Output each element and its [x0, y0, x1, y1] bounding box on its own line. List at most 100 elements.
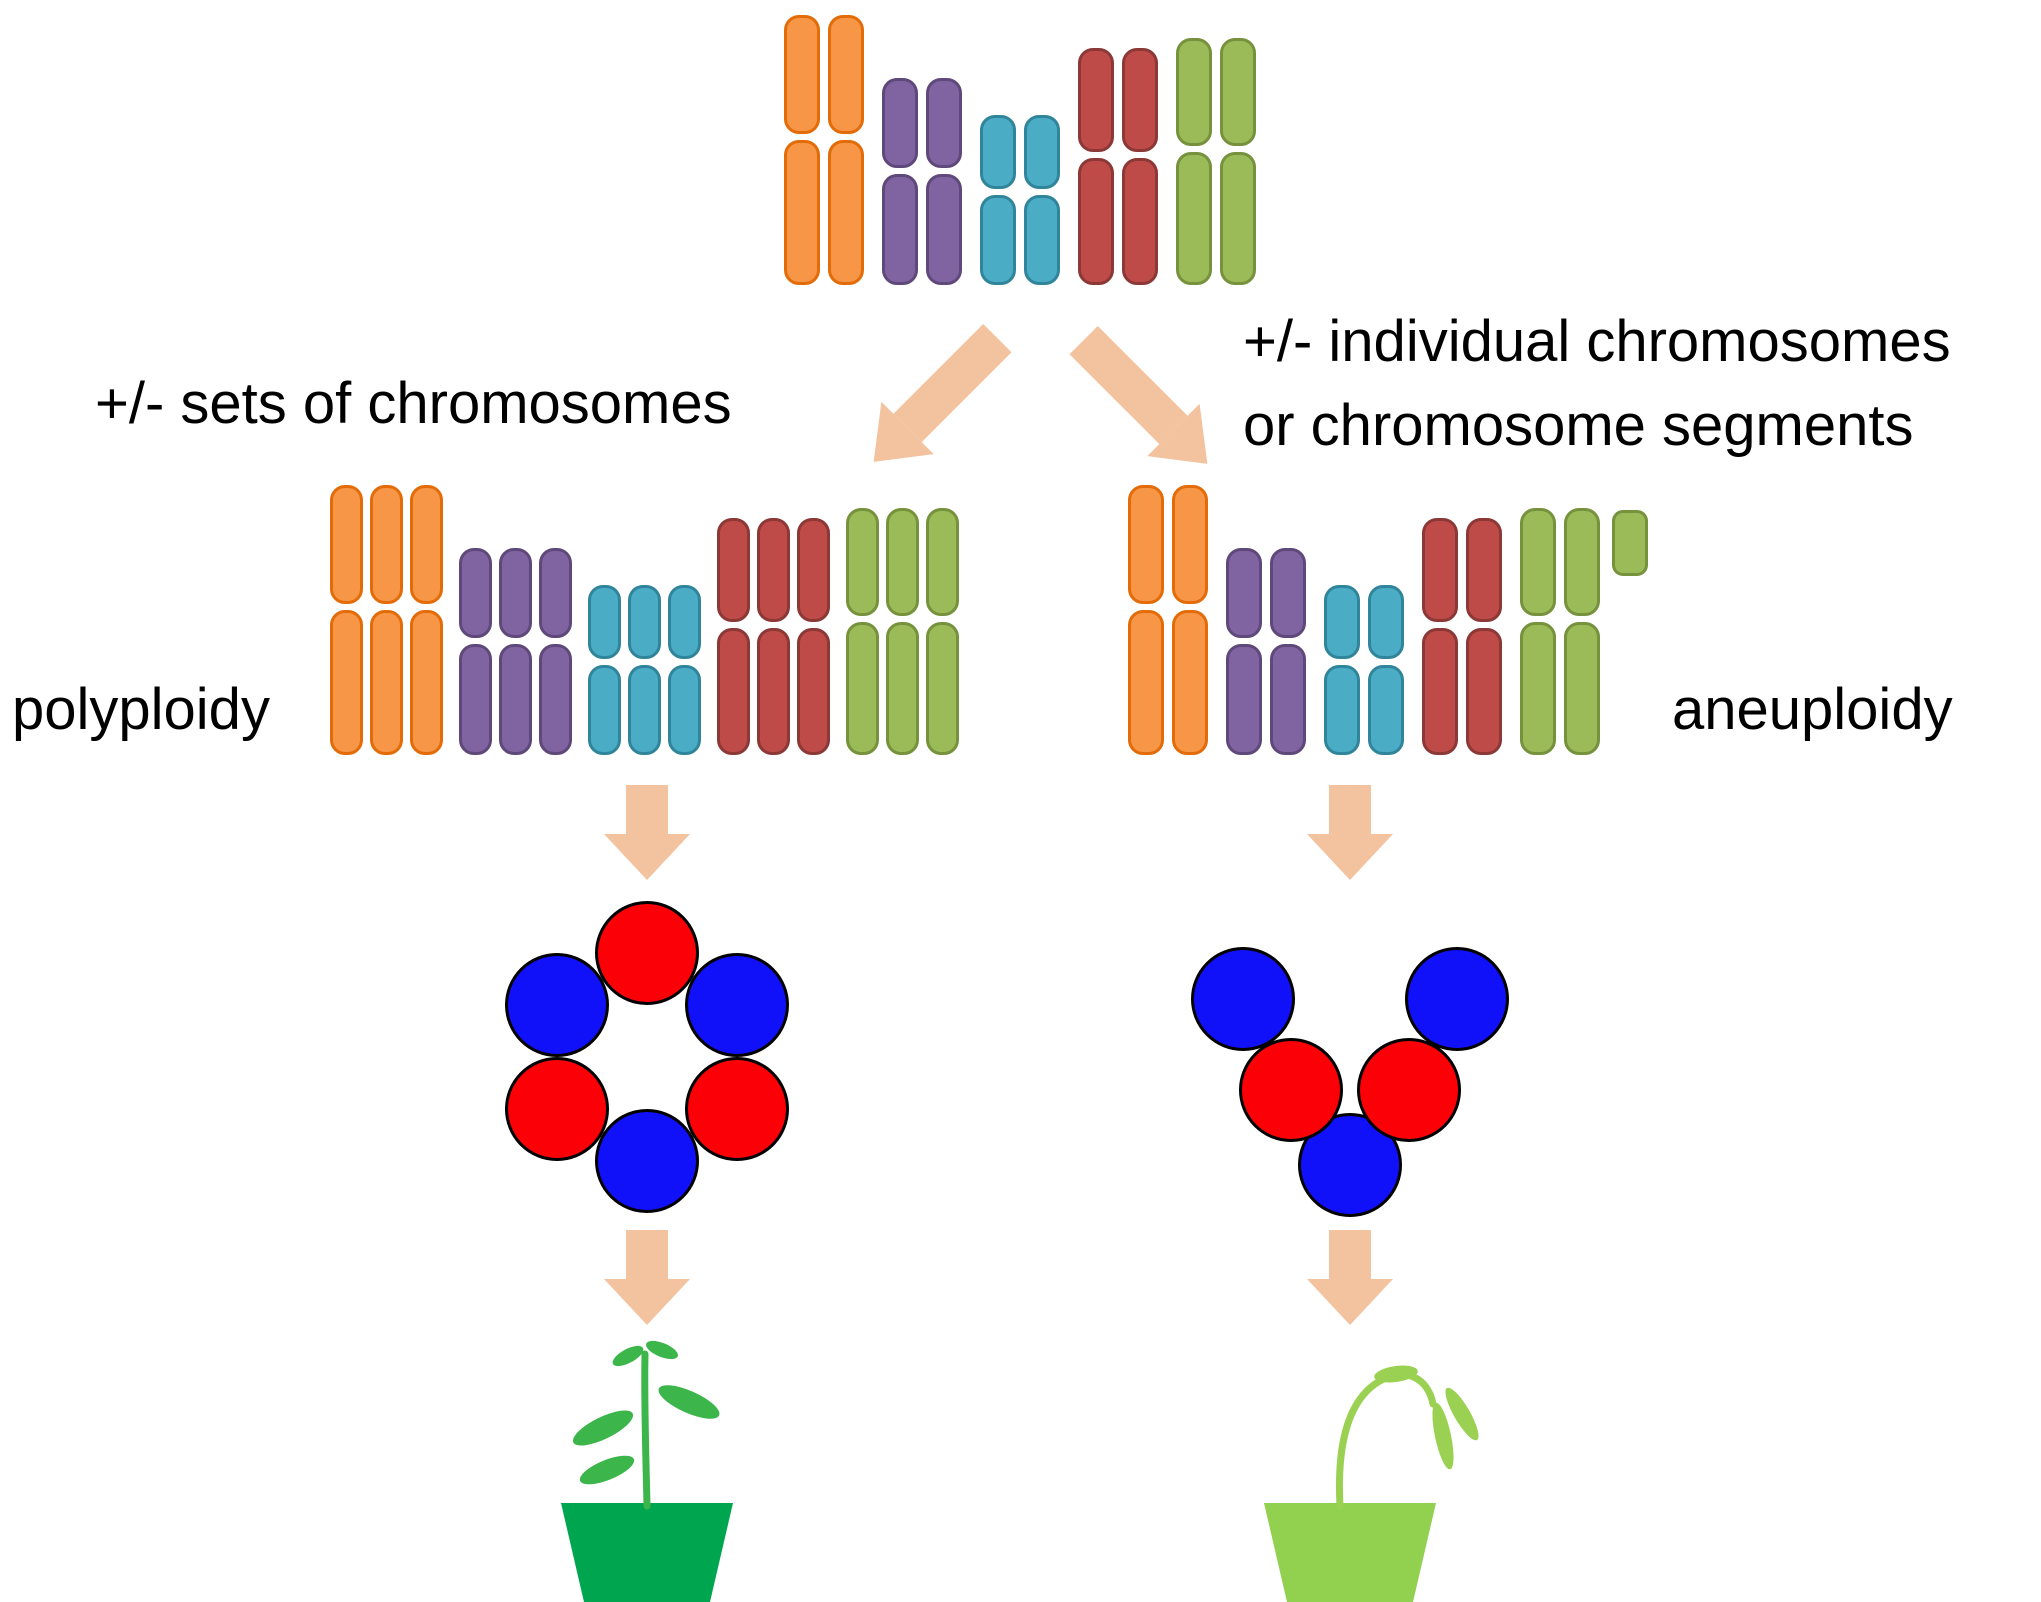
green-chromosome — [926, 508, 959, 755]
arrow-shaft — [1069, 325, 1188, 445]
chromosome-arm — [1226, 548, 1262, 638]
purple-chromosome — [1226, 548, 1262, 755]
chromosome-arm — [980, 115, 1016, 189]
red-chromosome — [1122, 48, 1158, 285]
chromosome-arm — [784, 140, 820, 285]
orange-chromosome — [370, 485, 403, 755]
down-arrow-polyploid-icon — [604, 785, 690, 880]
chromosome-arm — [1176, 38, 1212, 146]
red-cell-circle — [1239, 1038, 1343, 1142]
chromosome-arm — [797, 518, 830, 622]
chromosome-arm — [330, 485, 363, 604]
orange-chromosome — [330, 485, 363, 755]
chromosome-arm — [539, 644, 572, 755]
label-polyploidy: polyploidy — [12, 677, 270, 742]
purple-chromosome — [882, 78, 918, 285]
label-individual-chromosomes: +/- individual chromosomes or chromosome… — [1243, 300, 1951, 468]
red-cell-circle — [685, 1057, 789, 1161]
blue-cell-circle — [685, 953, 789, 1057]
red-cell-circle — [505, 1057, 609, 1161]
chromosome-arm — [784, 15, 820, 134]
chromosome-arm — [668, 665, 701, 755]
orange-chromosome — [1128, 485, 1164, 755]
aneuploid-karyotype — [1128, 485, 1648, 755]
branch-arrow-left-icon — [847, 312, 1023, 489]
chromosome-arm — [1520, 622, 1556, 755]
chromosome-arm — [668, 585, 701, 659]
label-sets-of-chromosomes: +/- sets of chromosomes — [95, 371, 732, 436]
arrow-head — [1307, 834, 1393, 880]
chromosome-arm — [628, 585, 661, 659]
green-chromosome — [886, 508, 919, 755]
chromosome-arm — [886, 508, 919, 616]
chromosome-arm — [828, 15, 864, 134]
chromosome-arm — [1078, 158, 1114, 285]
chromosome-arm — [1128, 485, 1164, 604]
chromosome-arm — [926, 78, 962, 168]
chromosome-arm — [499, 548, 532, 638]
red-chromosome — [757, 518, 790, 755]
teal-chromosome — [1024, 115, 1060, 285]
chromosome-arm — [330, 610, 363, 755]
arrow-shaft — [1329, 1230, 1371, 1279]
chromosome-arm — [1422, 628, 1458, 755]
purple-chromosome — [539, 548, 572, 755]
teal-chromosome — [1324, 585, 1360, 755]
chromosome-arm — [410, 610, 443, 755]
chromosome-arm — [1220, 152, 1256, 285]
chromosome-arm — [1122, 48, 1158, 152]
green-chromosome — [846, 508, 879, 755]
chromosome-arm — [1128, 610, 1164, 755]
arrow-shaft — [626, 1230, 668, 1279]
chromosome-arm — [1122, 158, 1158, 285]
chromosome-arm — [846, 508, 879, 616]
red-cell-circle — [1357, 1038, 1461, 1142]
chromosome-arm — [1220, 38, 1256, 146]
chromosome-arm — [757, 628, 790, 755]
chromosome-arm — [588, 585, 621, 659]
blue-cell-circle — [595, 1109, 699, 1213]
chromosome-arm — [1422, 518, 1458, 622]
arrow-shaft — [1329, 785, 1371, 834]
chromosome-arm — [846, 622, 879, 755]
chromosome-arm — [926, 622, 959, 755]
chromosome-arm — [1078, 48, 1114, 152]
chromosome-arm — [1466, 628, 1502, 755]
chromosome-arm — [797, 628, 830, 755]
orange-chromosome — [828, 15, 864, 285]
wilted-plant-icon — [1264, 1365, 1479, 1602]
chromosome-arm — [1368, 665, 1404, 755]
chromosome-arm — [588, 665, 621, 755]
green-chromosome — [1176, 38, 1212, 285]
chromosome-arm — [539, 548, 572, 638]
chromosome-arm — [370, 610, 403, 755]
blue-cell-circle — [1405, 947, 1509, 1051]
chromosome-arm — [1172, 485, 1208, 604]
green-chromosome — [1520, 508, 1556, 755]
green-chromosome — [1220, 38, 1256, 285]
healthy-plant — [497, 1330, 797, 1602]
chromosome-arm — [1520, 508, 1556, 616]
chromosome-arm — [1564, 622, 1600, 755]
chromosome-arm — [1270, 548, 1306, 638]
chromosome-arm — [1176, 152, 1212, 285]
red-chromosome — [797, 518, 830, 755]
red-chromosome — [1422, 518, 1458, 755]
chromosome-arm — [828, 140, 864, 285]
chromosome-arm — [1172, 610, 1208, 755]
down-arrow-healthy-plant-icon — [604, 1230, 690, 1325]
down-arrow-aneuploid-icon — [1307, 785, 1393, 880]
chromosome-arm — [717, 628, 750, 755]
arrow-shaft — [893, 323, 1012, 443]
chromosome-arm — [980, 195, 1016, 285]
teal-chromosome — [628, 585, 661, 755]
purple-chromosome — [926, 78, 962, 285]
normal-karyotype — [784, 15, 1256, 285]
orange-chromosome — [1172, 485, 1208, 755]
arrow-shaft — [626, 785, 668, 834]
teal-chromosome — [588, 585, 621, 755]
chromosome-arm — [926, 174, 962, 285]
blue-cell-circle — [505, 953, 609, 1057]
chromosome-arm — [717, 518, 750, 622]
